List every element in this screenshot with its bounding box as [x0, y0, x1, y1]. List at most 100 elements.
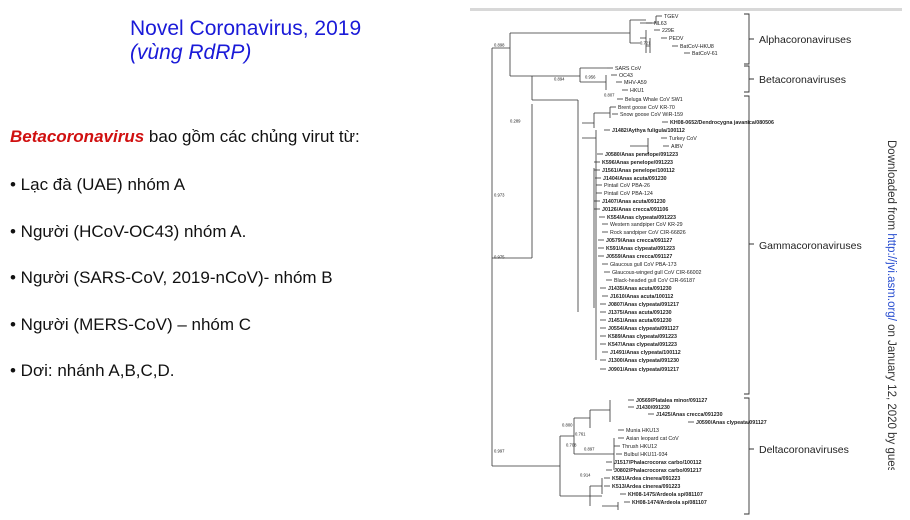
leaf-label: Munia HKU13 [626, 428, 659, 434]
leaf-label: J0579/Anas crecca/091127 [606, 238, 672, 244]
bootstrap-value: 0.956 [585, 75, 596, 80]
bullet-camel: • Lạc đà (UAE) nhóm A [10, 175, 186, 194]
leaf-label: Snow goose CoV WiR-159 [620, 112, 683, 118]
root [491, 47, 544, 467]
leaf-label: J0901/Anas clypeata/091217 [608, 367, 679, 373]
bullet-hcov-oc43: • Người (HCoV-OC43) nhóm A. [10, 222, 247, 241]
leaf-label: 229E [662, 28, 675, 34]
bullet-mers: • Người (MERS-CoV) – nhóm C [10, 315, 252, 334]
leaf-label: Beluga Whale CoV SW1 [625, 97, 683, 103]
node [590, 400, 611, 422]
group-brackets [744, 13, 754, 515]
node [629, 19, 646, 44]
node [640, 16, 657, 24]
node [574, 486, 602, 506]
group-label-gamma: Gammacoronaviruses [759, 240, 862, 252]
node [544, 436, 574, 497]
bullet-bat: • Dơi: nhánh A,B,C,D. [10, 361, 175, 380]
leaf-label: Asian leopard cat CoV [626, 436, 679, 442]
leaf-label: HKU1 [630, 88, 644, 94]
bullet-list: Betacoronavirus bao gồm các chủng virut … [10, 125, 450, 380]
leaf-label: NL63 [654, 21, 667, 27]
bootstrap-value: 0.914 [580, 473, 591, 478]
node [560, 418, 588, 455]
bootstrap-value: 0.721 [640, 41, 651, 46]
leaf-label: BatCoV-61 [692, 51, 718, 57]
phylogenetic-tree: TGEVNL63229EPEDVBatCoV-HKU8BatCoV-61SARS… [470, 8, 902, 515]
leaf-label: J1451/Anas acuta/091230 [608, 318, 672, 324]
leaf-label: J0559/Anas crecca/091127 [606, 254, 672, 260]
node [532, 99, 579, 312]
leaf-label: J1375/Anas acuta/091230 [608, 310, 672, 316]
leaf-label: K513/Ardea cinerea/091223 [612, 484, 680, 490]
leaf-label: OC43 [619, 73, 633, 79]
bootstrap-value: 0.761 [575, 432, 586, 437]
leaf-label: Glaucous-winged gull CoV CIR-66002 [612, 270, 702, 276]
leaf-label: Western sandpiper CoV KR-29 [610, 222, 683, 228]
leaf-label: K596/Anas penelope/091223 [602, 160, 673, 166]
bootstrap-value: 0.898 [494, 43, 505, 48]
node [588, 438, 615, 470]
leaf-label: Pintail CoV PBA-26 [604, 183, 650, 189]
node [646, 38, 651, 53]
node [630, 138, 649, 154]
leaf-label: J0802/Phalacrocorax carbo/091217 [614, 468, 702, 474]
group-label-alpha: Alphacoronaviruses [759, 34, 851, 46]
bootstrap-value: 0.708 [566, 443, 577, 448]
leaf-label: SARS CoV [615, 66, 642, 72]
leaf-label: KH08-1475/Ardeola sp/081107 [628, 492, 703, 498]
genus-name: Betacoronavirus [10, 127, 145, 146]
leaf-label: Pintail CoV PBA-124 [604, 191, 653, 197]
bootstrap-value: 0.973 [494, 193, 505, 198]
leaf-label: Black-headed gull CoV CIR-66187 [614, 278, 695, 284]
leaf-label: BatCoV-HKU8 [680, 44, 714, 50]
bootstrap-values: 0.8980.9560.7210.9730.8940.8070.2890.975… [494, 41, 651, 478]
group-label-delta: Deltacoronaviruses [759, 444, 849, 456]
leaf-label: Rock sandpiper CoV CIR-66826 [610, 230, 686, 236]
title-line-2: (vùng RdRP) [130, 41, 252, 64]
leaf-label: J1561/Anas penelope/100112 [602, 168, 675, 174]
leaf-label: MHV-A59 [624, 80, 647, 86]
node [640, 30, 647, 53]
node [579, 67, 607, 83]
figure-top-border [470, 8, 902, 11]
bootstrap-value: 0.807 [604, 93, 615, 98]
bootstrap-value: 0.800 [562, 423, 573, 428]
leaf-label: J1482/Aythya fuligula/100112 [612, 128, 685, 134]
bracket-beta [744, 65, 754, 93]
leaf-label: J1425/Anas crecca/091230 [656, 412, 723, 418]
leaf-label: J0590/Anas clypeata/091127 [696, 420, 767, 426]
bootstrap-value: 0.894 [554, 77, 565, 82]
leaf-label: J1407/Anas acuta/091230 [602, 199, 666, 205]
leaf-label: J1404/Anas acuta/091230 [603, 176, 667, 182]
bullet-sars: • Người (SARS-CoV, 2019-nCoV)- nhóm B [10, 268, 333, 287]
bootstrap-value: 0.975 [494, 255, 505, 260]
bracket-delta [744, 397, 754, 515]
leaf-label: Turkey CoV [669, 136, 697, 142]
leaf-label: J0126/Anas crecca/091106 [602, 207, 668, 213]
leaf-label: Glaucous gull CoV PBA-173 [610, 262, 677, 268]
leaf-label: J0554/Anas clypeata/091127 [608, 326, 679, 332]
node [531, 75, 580, 100]
bracket-alpha [744, 13, 754, 65]
bootstrap-value: 0.897 [584, 447, 595, 452]
leaf-label: J1610/Anas acuta/100112 [610, 294, 673, 300]
node [509, 32, 630, 68]
leaf-label: Brent goose CoV KR-70 [618, 105, 675, 111]
download-credit: Downloaded from http://jvi.asm.org/ on J… [885, 140, 897, 470]
leaf-label: J1517/Phalacrocorax carbo/100112 [614, 460, 702, 466]
leaf-label: J0569/Platalea minor/091127 [636, 398, 707, 404]
title-line-1: Novel Coronavirus, 2019 [130, 17, 362, 40]
leaf-label: AIBV [671, 144, 684, 150]
leaf-label: TGEV [664, 14, 679, 20]
bootstrap-value: 0.997 [494, 449, 505, 454]
leaf-label: K589/Anas clypeata/091223 [608, 334, 677, 340]
intro-line: Betacoronavirus bao gồm các chủng virut … [10, 125, 450, 149]
node [509, 68, 532, 77]
slide-title: Novel Coronavirus, 2019 (vùng RdRP) [130, 17, 430, 65]
group-label-beta: Betacoronaviruses [759, 74, 846, 86]
leaf-label: J1435/Anas acuta/091230 [608, 286, 672, 292]
leaf-label: K554/Anas clypeata/091223 [607, 215, 676, 221]
intro-rest: bao gồm các chủng virut từ: [148, 127, 360, 146]
node [582, 113, 595, 128]
